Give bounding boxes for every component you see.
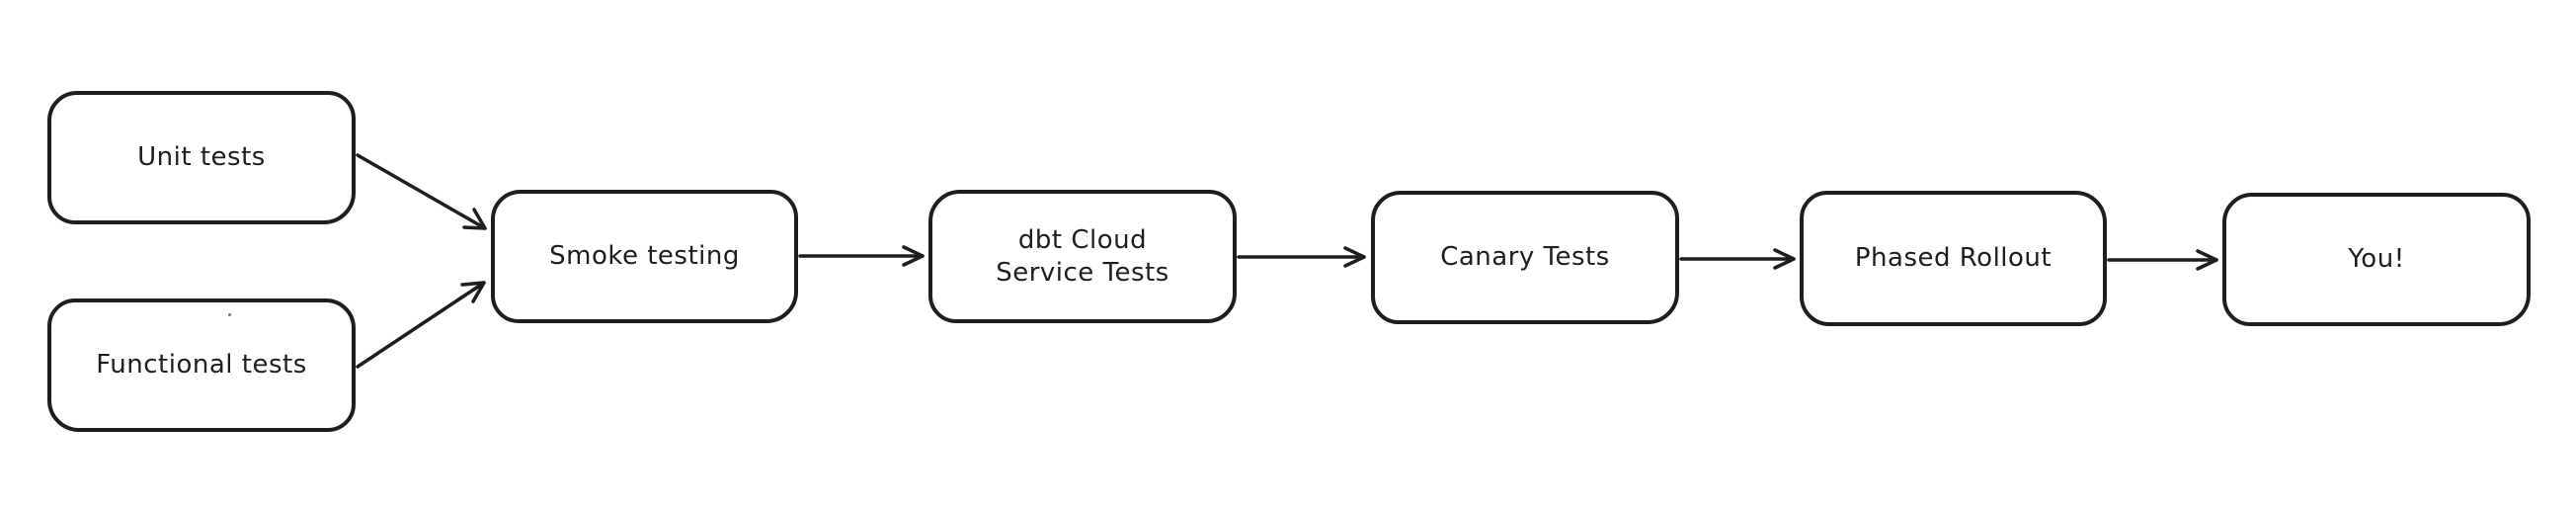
node-phased-rollout: Phased Rollout (1800, 191, 2107, 326)
node-canary-tests-label: Canary Tests (1440, 242, 1610, 273)
edge-dbt-cloud-to-canary-tests-arrow (1237, 246, 1366, 268)
edge-functional-tests-to-smoke-testing-arrow (356, 281, 486, 369)
node-you-label: You! (2348, 244, 2405, 275)
stray-red-dot (228, 313, 231, 316)
node-phased-rollout-label: Phased Rollout (1854, 243, 2053, 274)
edge-phased-rollout-to-you-arrow (2107, 249, 2218, 271)
node-unit-tests: Unit tests (47, 91, 356, 224)
node-functional-tests: Functional tests (47, 298, 356, 432)
edge-unit-tests-to-smoke-testing-arrow (356, 153, 487, 230)
node-canary-tests: Canary Tests (1371, 191, 1679, 324)
node-you: You! (2222, 193, 2531, 326)
node-dbt-cloud-service-tests-label: dbt Cloud Service Tests (996, 225, 1169, 288)
node-smoke-testing: Smoke testing (491, 190, 798, 323)
edge-smoke-testing-to-dbt-cloud-arrow (798, 245, 925, 267)
node-functional-tests-label: Functional tests (96, 350, 307, 381)
node-smoke-testing-label: Smoke testing (549, 241, 740, 272)
edge-canary-tests-to-phased-rollout-arrow (1679, 248, 1796, 270)
node-dbt-cloud-service-tests: dbt Cloud Service Tests (928, 190, 1237, 323)
node-unit-tests-label: Unit tests (137, 142, 266, 173)
